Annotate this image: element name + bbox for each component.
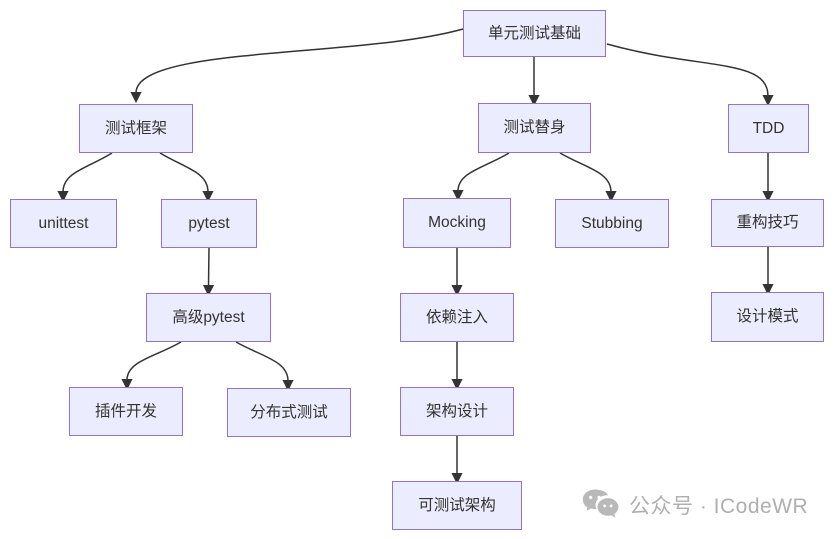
node-advanced-pytest: 高级pytest <box>146 293 271 342</box>
node-dependency-injection: 依赖注入 <box>400 293 514 342</box>
node-framework: 测试框架 <box>79 104 193 153</box>
node-mocking: Mocking <box>403 198 511 248</box>
edge-doubles-mocking <box>452 152 510 202</box>
node-design-patterns: 设计模式 <box>711 292 824 342</box>
node-architecture-design: 架构设计 <box>400 387 514 436</box>
edge-doubles-stubbing <box>559 152 617 203</box>
node-plugin-dev: 插件开发 <box>69 387 183 436</box>
edge-framework-pytest <box>159 152 214 203</box>
node-distributed-testing: 分布式测试 <box>227 388 351 437</box>
node-doubles: 测试替身 <box>478 103 591 153</box>
edge-advanced-pytest-plugin-dev <box>121 341 182 391</box>
node-tdd: TDD <box>728 104 809 153</box>
node-testable-architecture: 可测试架构 <box>392 481 522 530</box>
node-unittest: unittest <box>10 199 117 248</box>
watermark-text: 公众号 · ICodeWR <box>629 494 809 518</box>
node-pytest: pytest <box>161 199 257 248</box>
edge-pytest-advanced-pytest <box>202 247 215 297</box>
node-refactoring: 重构技巧 <box>711 199 824 247</box>
node-stubbing: Stubbing <box>555 199 669 248</box>
node-root: 单元测试基础 <box>463 10 606 57</box>
edge-framework-unittest <box>57 152 113 203</box>
edge-root-framework <box>130 28 464 104</box>
wechat-icon <box>582 488 620 521</box>
watermark: 公众号 · ICodeWR <box>582 488 808 521</box>
edge-advanced-pytest-distributed-testing <box>235 341 294 392</box>
edge-root-tdd <box>606 43 774 107</box>
